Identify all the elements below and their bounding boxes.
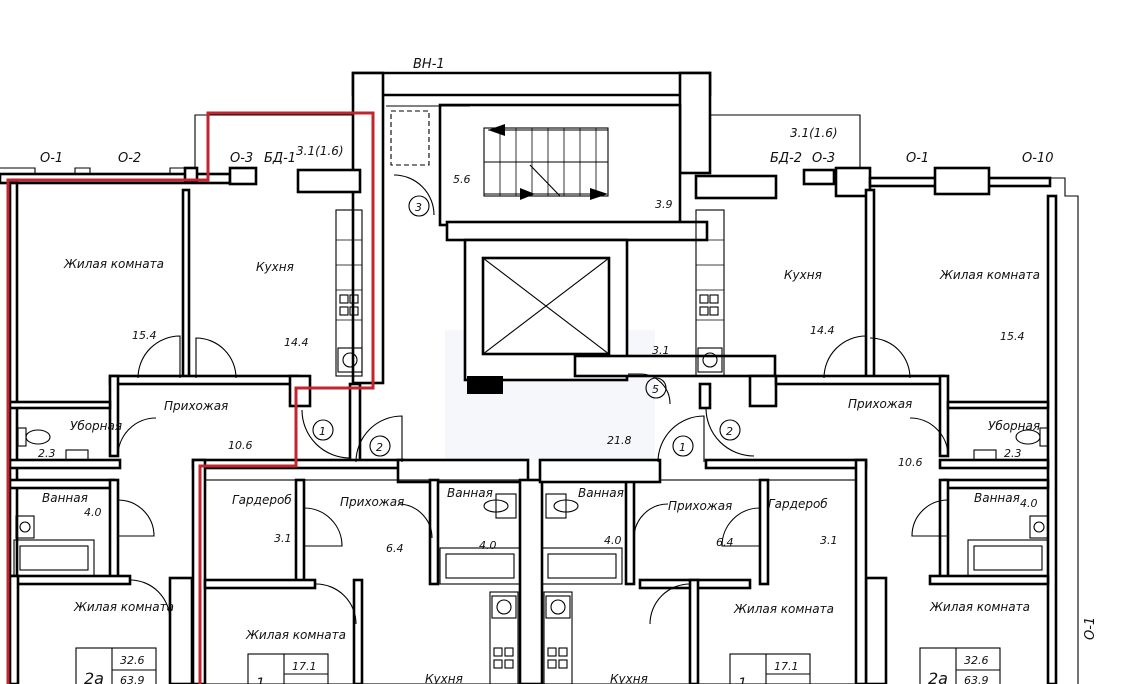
right-tag-total: 32.6 (964, 654, 989, 667)
midleft-hall-area: 6.4 (386, 542, 404, 555)
door-number-2-right: 2 (726, 425, 733, 438)
lift (463, 238, 778, 408)
window-mark-o2-left: О-2 (118, 151, 141, 166)
door-markers (312, 195, 741, 457)
left-wc-name: Уборная (70, 419, 122, 433)
door-mark-bd1: БД-1 (264, 151, 296, 166)
right-tag-type: 2а (928, 669, 948, 684)
left-hall-area: 10.6 (228, 439, 253, 452)
midright-bath-area: 4.0 (604, 534, 622, 547)
right-tag-total2: 63.9 (964, 674, 989, 684)
right-living-area: 15.4 (1000, 330, 1025, 343)
right-kitchen-name: Кухня (784, 268, 822, 282)
midright-living-name: Жилая комната (733, 602, 834, 616)
window-mark-o1-side: О-1 (1083, 617, 1098, 640)
right-hall-name: Прихожая (848, 397, 912, 411)
left-hall-name: Прихожая (164, 399, 228, 413)
midleft-tag-total: 17.1 (292, 660, 317, 673)
stair-core (386, 103, 709, 242)
door-number-1-left: 1 (319, 425, 326, 438)
right-wc-area: 2.3 (1004, 447, 1022, 460)
left-kitchen-area: 14.4 (284, 336, 309, 349)
door-number-2-left: 2 (376, 441, 383, 454)
left-living2-name: Жилая комната (73, 600, 174, 614)
midright-bath-name: Ванная (578, 486, 624, 500)
door-number-1-right: 1 (679, 441, 686, 454)
midright-kitchen-name: Кухня (610, 672, 648, 684)
left-bath-name: Ванная (42, 491, 88, 505)
apartment-highlight (6, 111, 375, 684)
left-wc-area: 2.3 (38, 447, 56, 460)
left-tag-total2: 63.9 (120, 674, 145, 684)
midleft-kitchen-name: Кухня (425, 672, 463, 684)
midleft-tag-type: 1 (256, 676, 265, 684)
midright-wardrobe-area: 3.1 (820, 534, 838, 547)
right-living-name: Жилая комната (939, 268, 1040, 282)
left-living-name: Жилая комната (63, 257, 164, 271)
door-swings (117, 174, 949, 625)
door-size-bd1: 3.1(1.6) (296, 144, 344, 158)
left-living-area: 15.4 (132, 329, 157, 342)
midleft-wardrobe-name: Гардероб (232, 493, 292, 507)
midright-hall-area: 6.4 (716, 536, 734, 549)
left-apt-walls (8, 188, 362, 684)
left-bath-area: 4.0 (84, 506, 102, 519)
window-mark-o1-right: О-1 (906, 151, 929, 166)
midright-tag-type: 1 (738, 676, 747, 684)
left-tag-total: 32.6 (120, 654, 145, 667)
left-kitchen-name: Кухня (256, 260, 294, 274)
midleft-bath-area: 4.0 (479, 539, 497, 552)
door-number-5: 5 (652, 383, 659, 396)
vent-mark: ВН-1 (413, 57, 445, 72)
midleft-wardrobe-area: 3.1 (274, 532, 292, 545)
right-bath-area: 4.0 (1020, 497, 1038, 510)
right-hall-area: 10.6 (898, 456, 923, 469)
stair-area: 5.6 (453, 173, 471, 186)
hall-area: 21.8 (607, 434, 632, 447)
area-tags (75, 647, 1001, 684)
midright-tag-total: 17.1 (774, 660, 799, 673)
fixtures (13, 209, 1049, 684)
midleft-living-name: Жилая комната (245, 628, 346, 642)
right-living2-name: Жилая комната (929, 600, 1030, 614)
midright-wardrobe-name: Гардероб (768, 497, 828, 511)
left-tag-type: 2а (84, 669, 104, 684)
window-mark-o3-right: О-3 (812, 151, 835, 166)
midleft-bath-name: Ванная (447, 486, 493, 500)
midleft-hall-name: Прихожая (340, 495, 404, 509)
window-mark-o3-left: О-3 (230, 151, 253, 166)
door-mark-bd2: БД-2 (770, 151, 802, 166)
lift-area: 3.1 (652, 344, 670, 357)
stair-area-2: 3.9 (655, 198, 673, 211)
right-wc-name: Уборная (988, 419, 1040, 433)
door-number-3: 3 (415, 201, 422, 214)
midright-hall-name: Прихожая (668, 499, 732, 513)
mid-apt-walls (191, 458, 868, 684)
window-mark-o1-left: О-1 (40, 151, 63, 166)
outer-walls (0, 71, 1079, 684)
labels: ВН-1 О-1 О-2 О-3 БД-1 3.1(1.6) 3.1(1.6) … (38, 57, 1098, 684)
window-mark-o10: О-10 (1022, 151, 1053, 166)
right-kitchen-area: 14.4 (810, 324, 835, 337)
right-bath-name: Ванная (974, 491, 1020, 505)
door-size-bd2: 3.1(1.6) (790, 126, 838, 140)
